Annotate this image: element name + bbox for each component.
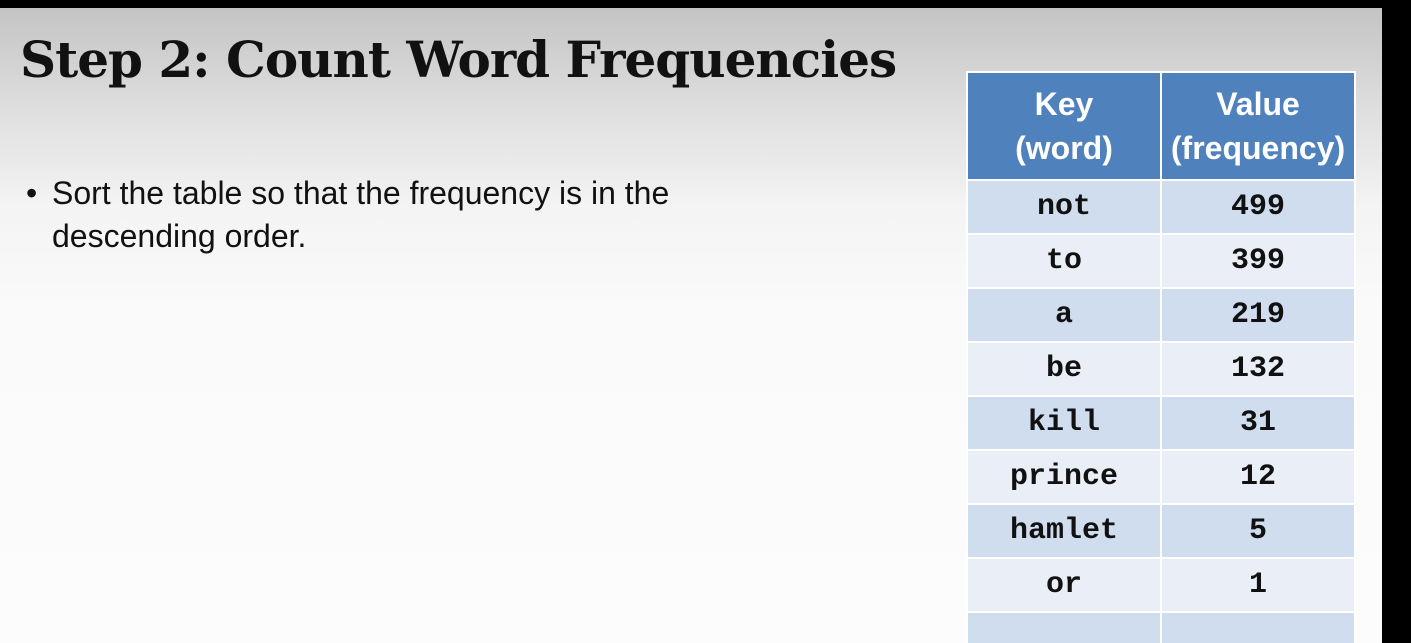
value-cell: 399 xyxy=(1160,233,1356,289)
bullet-item: • Sort the table so that the frequency i… xyxy=(26,172,812,258)
value-header-title: Value xyxy=(1216,86,1300,122)
bullet-list: • Sort the table so that the frequency i… xyxy=(26,172,846,258)
bullet-text: Sort the table so that the frequency is … xyxy=(52,175,670,254)
table-row: not 499 xyxy=(966,179,1356,235)
key-cell: kill xyxy=(966,395,1162,451)
value-cell: 12 xyxy=(1160,449,1356,505)
key-column-header: Key (word) xyxy=(966,71,1162,181)
key-cell: not xyxy=(966,179,1162,235)
table-header-row: Key (word) Value (frequency) xyxy=(966,71,1356,181)
key-cell: a xyxy=(966,287,1162,343)
bullet-icon: • xyxy=(26,175,38,211)
table-row-empty xyxy=(966,611,1356,643)
key-cell: hamlet xyxy=(966,503,1162,559)
value-cell: 132 xyxy=(1160,341,1356,397)
value-header-subtitle: (frequency) xyxy=(1170,130,1346,166)
key-cell-empty xyxy=(966,611,1162,643)
value-cell-empty xyxy=(1160,611,1356,643)
frequency-table: Key (word) Value (frequency) not 499 to … xyxy=(966,71,1356,643)
key-cell: prince xyxy=(966,449,1162,505)
table-row: prince 12 xyxy=(966,449,1356,505)
key-cell: be xyxy=(966,341,1162,397)
value-cell: 219 xyxy=(1160,287,1356,343)
value-column-header: Value (frequency) xyxy=(1160,71,1356,181)
table-row: hamlet 5 xyxy=(966,503,1356,559)
table-row: kill 31 xyxy=(966,395,1356,451)
value-cell: 31 xyxy=(1160,395,1356,451)
key-header-title: Key xyxy=(1034,86,1094,122)
value-cell: 5 xyxy=(1160,503,1356,559)
table-row: a 219 xyxy=(966,287,1356,343)
slide-title: Step 2: Count Word Frequencies xyxy=(20,30,897,89)
table-row: to 399 xyxy=(966,233,1356,289)
key-header-subtitle: (word) xyxy=(1015,130,1113,166)
key-cell: to xyxy=(966,233,1162,289)
table-row: be 132 xyxy=(966,341,1356,397)
table-row: or 1 xyxy=(966,557,1356,613)
value-cell: 1 xyxy=(1160,557,1356,613)
slide: Step 2: Count Word Frequencies • Sort th… xyxy=(0,8,1382,643)
key-cell: or xyxy=(966,557,1162,613)
value-cell: 499 xyxy=(1160,179,1356,235)
